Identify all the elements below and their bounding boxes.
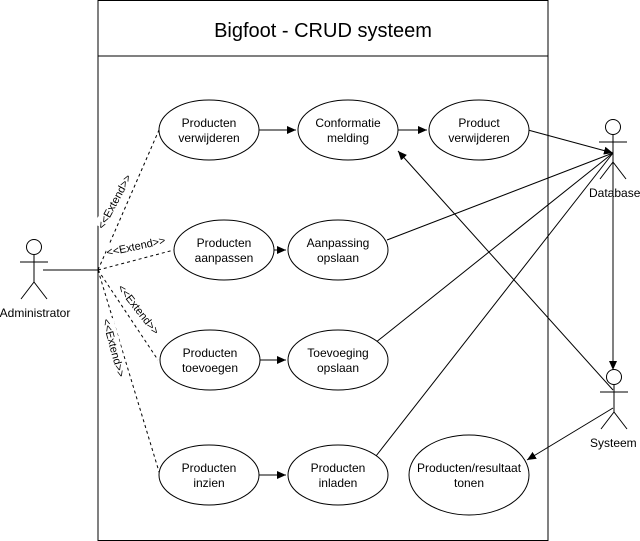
- line-systeem-resultaat: [526, 407, 614, 461]
- use-case-label: Product: [458, 116, 500, 130]
- line-inladen-database: [375, 152, 614, 457]
- use-case-producten-toevoegen[interactable]: Producten toevoegen: [159, 329, 261, 391]
- line-toevoeging-database: [374, 152, 614, 344]
- use-case-label: aanpassen: [195, 251, 254, 265]
- use-case-label: verwijderen: [448, 131, 509, 145]
- line-product-database: [527, 129, 614, 155]
- use-case-label: inladen: [319, 476, 358, 490]
- actor-label: Database: [589, 186, 640, 200]
- use-case-label: Producten: [182, 116, 237, 130]
- use-case-toevoeging-opslaan[interactable]: Toevoeging opslaan: [287, 329, 389, 391]
- use-case-producten-verwijderen[interactable]: Producten verwijderen: [158, 99, 260, 161]
- use-case-label: Producten: [182, 461, 237, 475]
- use-case-label: Toevoeging: [307, 346, 368, 360]
- stick-figure-icon: [20, 239, 48, 300]
- use-case-conformatie-melding[interactable]: Conformatie melding: [297, 99, 399, 161]
- system-title: Bigfoot - CRUD systeem: [214, 20, 432, 42]
- extend-line-aanpassen: [97, 249, 175, 271]
- use-case-label: verwijderen: [178, 131, 239, 145]
- stick-figure-icon: [599, 119, 627, 180]
- use-case-label: Producten: [311, 461, 366, 475]
- use-case-label: melding: [327, 131, 369, 145]
- use-case-resultaat-tonen[interactable]: Producten/resultaat tonen: [408, 434, 530, 516]
- use-case-label: Producten: [183, 346, 238, 360]
- use-case-label: opslaan: [317, 251, 359, 265]
- actor-systeem[interactable]: Systeem: [590, 369, 637, 451]
- actor-label: Systeem: [590, 436, 637, 450]
- use-case-producten-aanpassen[interactable]: Producten aanpassen: [173, 219, 275, 281]
- use-case-label: Producten: [197, 236, 252, 250]
- stick-figure-icon: [600, 369, 628, 430]
- use-case-label: Producten/resultaat: [417, 461, 522, 475]
- use-case-producten-inzien[interactable]: Producten inzien: [158, 444, 260, 506]
- use-case-producten-inladen[interactable]: Producten inladen: [287, 444, 389, 506]
- line-aanpassing-database: [386, 152, 614, 241]
- use-case-label: tonen: [454, 476, 484, 490]
- use-case-label: Aanpassing: [307, 236, 370, 250]
- actor-label: Administrator: [0, 306, 70, 320]
- use-case-label: toevoegen: [182, 361, 238, 375]
- actor-administrator[interactable]: Administrator: [0, 239, 70, 321]
- use-case-label: Conformatie: [315, 116, 381, 130]
- use-case-label: inzien: [193, 476, 224, 490]
- use-case-label: opslaan: [317, 361, 359, 375]
- extend-line-toevoegen: [97, 269, 159, 361]
- use-case-product-verwijderen[interactable]: Product verwijderen: [428, 99, 530, 161]
- actor-database[interactable]: Database: [589, 119, 640, 201]
- associations: [43, 126, 617, 479]
- line-systeem-conformatie: [397, 150, 614, 391]
- use-case-aanpassing-opslaan[interactable]: Aanpassing opslaan: [287, 219, 389, 281]
